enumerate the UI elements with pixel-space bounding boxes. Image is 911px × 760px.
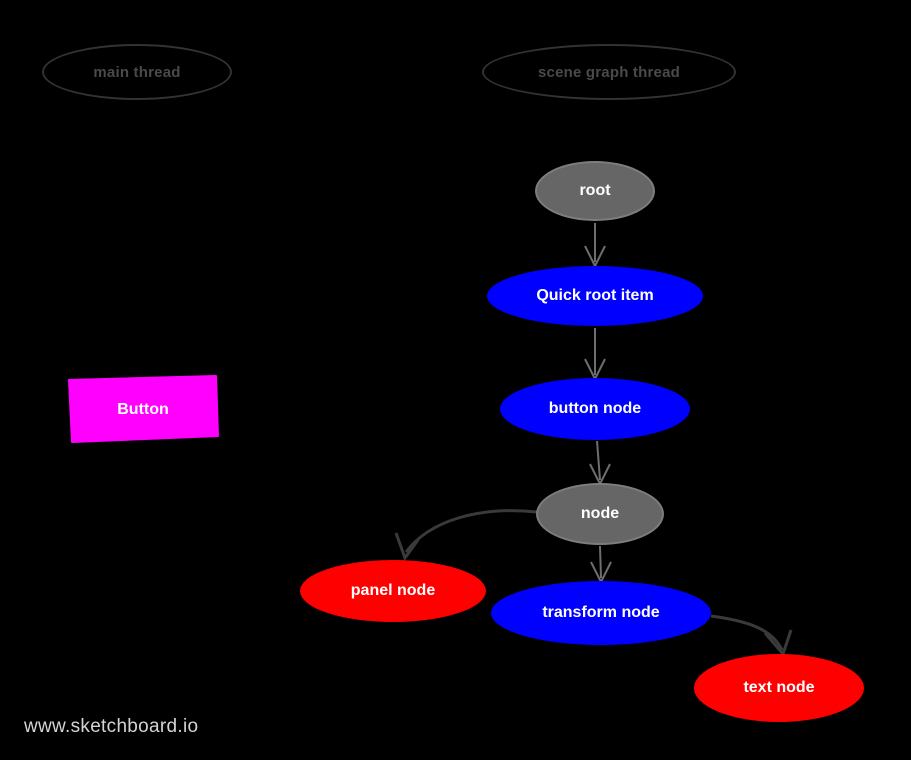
edge-line [404,509,538,553]
node-quick-root-item[interactable]: Quick root item [487,266,703,326]
thread-ellipse-main-thread[interactable]: main thread [42,44,232,100]
node-label: button node [548,400,642,417]
arrowhead-icon [584,358,606,382]
node-label: node [580,505,620,522]
node-panel-node[interactable]: panel node [300,560,486,622]
arrowhead-icon [763,629,793,657]
node-label: root [579,182,611,199]
edge-node-to-transform-node [590,545,612,585]
button-widget[interactable]: Button [66,374,220,446]
node-label: text node [743,679,815,696]
button-shape [68,375,219,443]
edge-root-to-quick-root-item [584,223,606,269]
node-text-node[interactable]: text node [694,654,864,722]
edge-quick-root-item-to-button-node [584,328,606,382]
edge-button-node-to-node [589,440,611,487]
thread-ellipse-scene-graph-thread[interactable]: scene graph thread [482,44,736,100]
node-label: transform node [542,604,660,621]
node-root[interactable]: root [535,161,655,221]
edge-line [599,545,602,579]
edge-line [710,614,784,651]
thread-label: main thread [93,63,181,81]
arrowhead-icon [589,463,611,487]
arrowhead-icon [590,561,612,585]
watermark: www.sketchboard.io [24,716,199,737]
button-fill [68,375,219,443]
node-label: panel node [350,582,436,599]
arrowhead-icon [584,245,606,269]
thread-label: scene graph thread [538,63,680,81]
arrowhead-icon [394,532,420,562]
edge-line [596,440,601,481]
node-node[interactable]: node [536,483,664,545]
node-label: Quick root item [536,287,654,304]
node-transform-node[interactable]: transform node [491,581,711,645]
node-button-node[interactable]: button node [500,378,690,440]
edge-node-to-panel-node [394,509,538,562]
edge-transform-node-to-text-node [710,614,793,657]
